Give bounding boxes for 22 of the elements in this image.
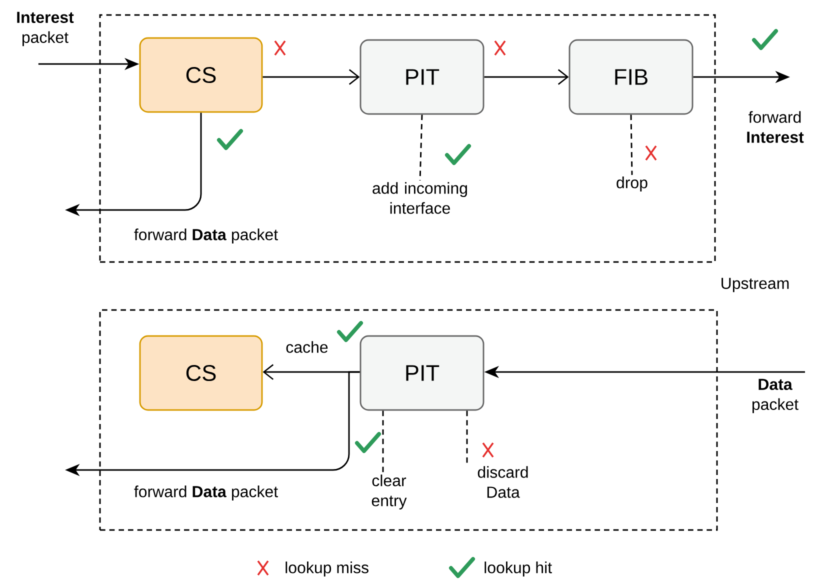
process-box: PIT [360, 335, 484, 411]
process-box: CS [139, 335, 263, 411]
legend-text: lookup miss [286, 562, 368, 576]
edge-label: forward Data packet [134, 486, 278, 500]
annotation-text: add incoming interface [372, 182, 467, 214]
edge-label: cache [286, 341, 328, 353]
process-box: PIT [360, 39, 484, 115]
legend-text: lookup hit [484, 562, 552, 576]
side-label: Upstream [722, 278, 789, 292]
arrow [262, 69, 360, 85]
annotation-text: clear entry [372, 474, 407, 510]
annotation-text: discard Data [478, 466, 528, 498]
annotation-text: Interest packet [17, 12, 74, 46]
edge-label: forward Data packet [134, 228, 278, 244]
annotation-text: forward Interest [747, 111, 804, 143]
arrow [484, 69, 569, 85]
annotation-text: Data packet [752, 378, 798, 414]
annotation-text: drop [616, 176, 648, 192]
dashed-frame [99, 309, 718, 531]
dashed-frame [99, 14, 716, 263]
process-box: CS [139, 37, 263, 113]
process-box: FIB [568, 39, 694, 115]
